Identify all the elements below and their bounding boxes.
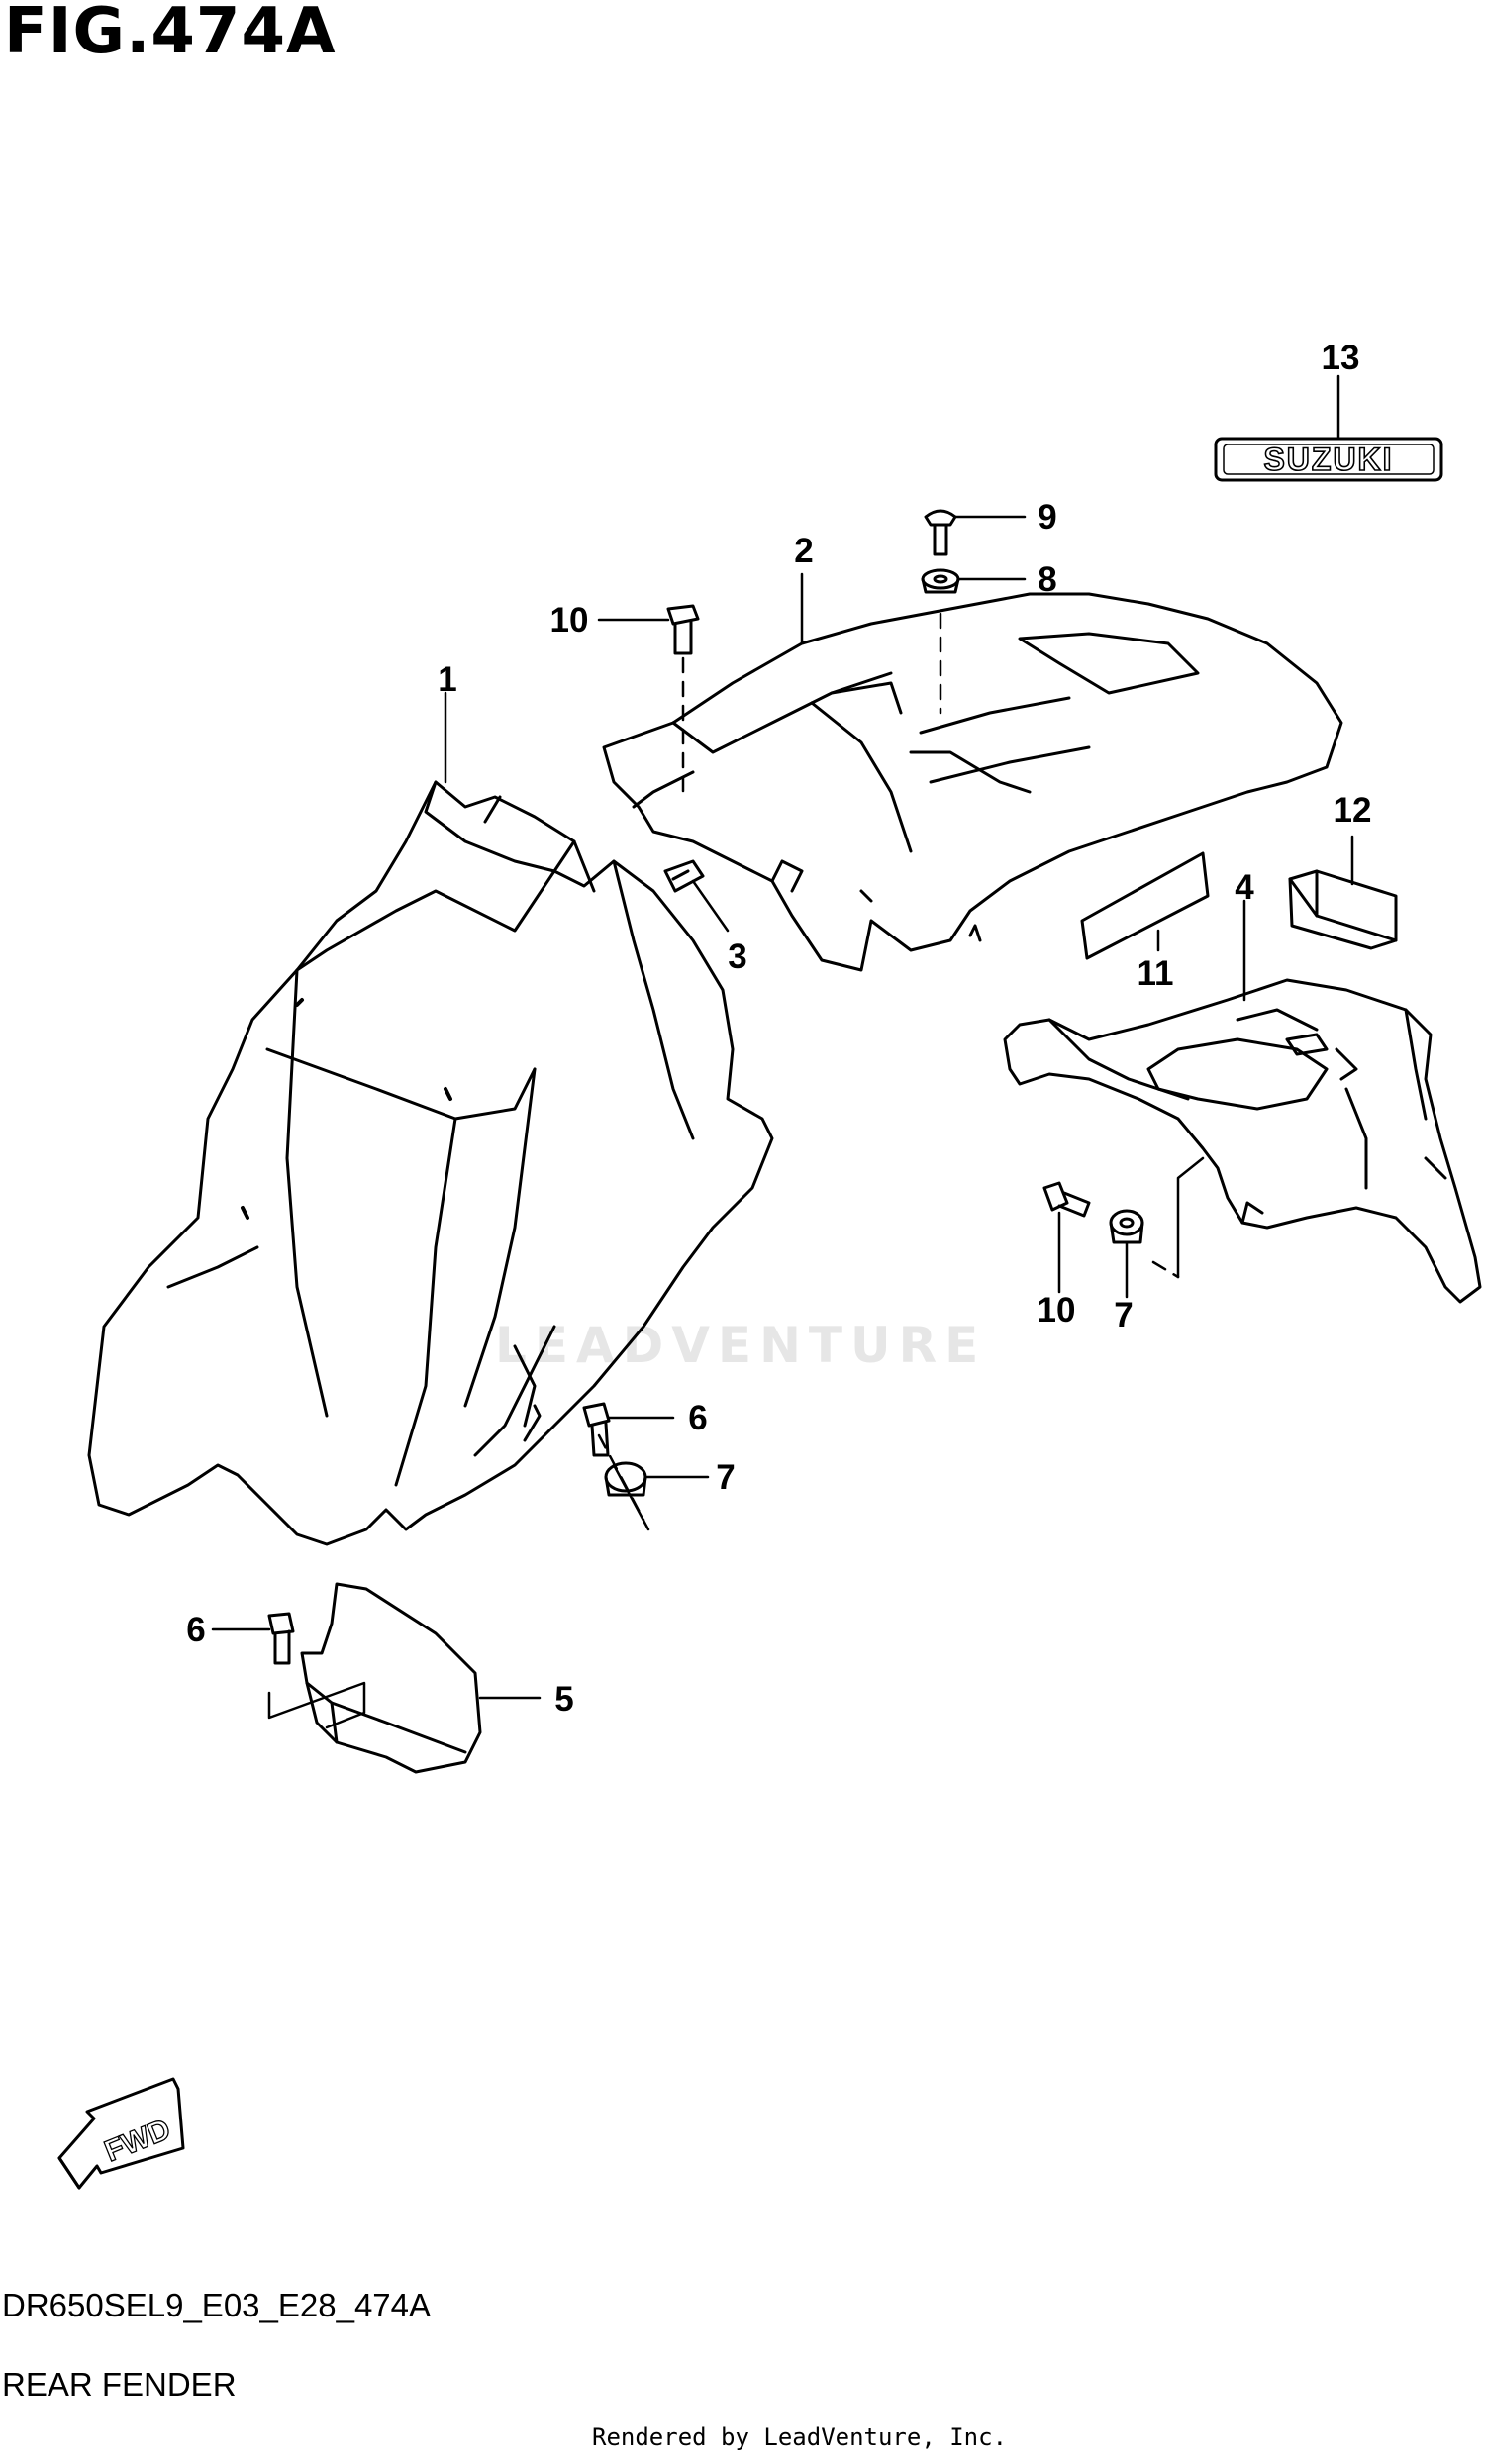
part-screw-9 [924,509,1027,556]
callout-4: 4 [1235,868,1254,907]
callout-6-middle: 6 [688,1399,707,1437]
callout-2: 2 [794,532,813,570]
part-inner-fender [87,691,774,1546]
part-bolt-6-lower [211,1612,295,1665]
diagram-code: DR650SEL9_E03_E28_474A [2,2287,432,2323]
fwd-badge-text: FWD [100,2113,175,2168]
part-rear-fender [602,572,1343,972]
callout-12: 12 [1334,791,1372,830]
assembly-lines [597,612,1180,1522]
rendered-by-credit: Rendered by LeadVenture, Inc. [592,2423,1008,2451]
part-bolt-6-middle [582,1402,675,1457]
callout-13: 13 [1322,339,1360,377]
callout-11: 11 [1138,954,1174,993]
part-reflector-strip [1080,851,1210,960]
callout-10-top: 10 [550,601,589,640]
part-washer-8 [921,568,1027,594]
callout-8: 8 [1038,560,1056,599]
part-bolt-10-right [1042,1181,1091,1294]
part-suzuki-emblem [1214,374,1443,482]
callout-10-right: 10 [1038,1291,1076,1330]
callout-7-right: 7 [1114,1296,1133,1334]
watermark-text: LEADVENTURE [495,1317,987,1374]
diagram-subtitle: REAR FENDER [2,2366,237,2403]
fwd-arrow-icon [57,2077,185,2190]
part-bracket [1003,899,1482,1304]
part-grommet-7-middle [604,1461,710,1497]
emblem-text: SUZUKI [1263,442,1393,477]
part-mud-flap [300,1582,542,1774]
figure-title: FIG.474A [4,0,337,68]
callout-5: 5 [554,1680,573,1719]
callout-7-middle: 7 [716,1458,735,1497]
part-grommet-7-right [1109,1209,1144,1299]
callout-6-lower: 6 [186,1611,205,1649]
part-reflector-block [1288,835,1398,950]
part-bolt-10-top [597,604,700,655]
callout-3: 3 [728,937,746,976]
callout-1: 1 [438,660,456,699]
part-clip [663,859,730,933]
callout-9: 9 [1038,498,1056,537]
